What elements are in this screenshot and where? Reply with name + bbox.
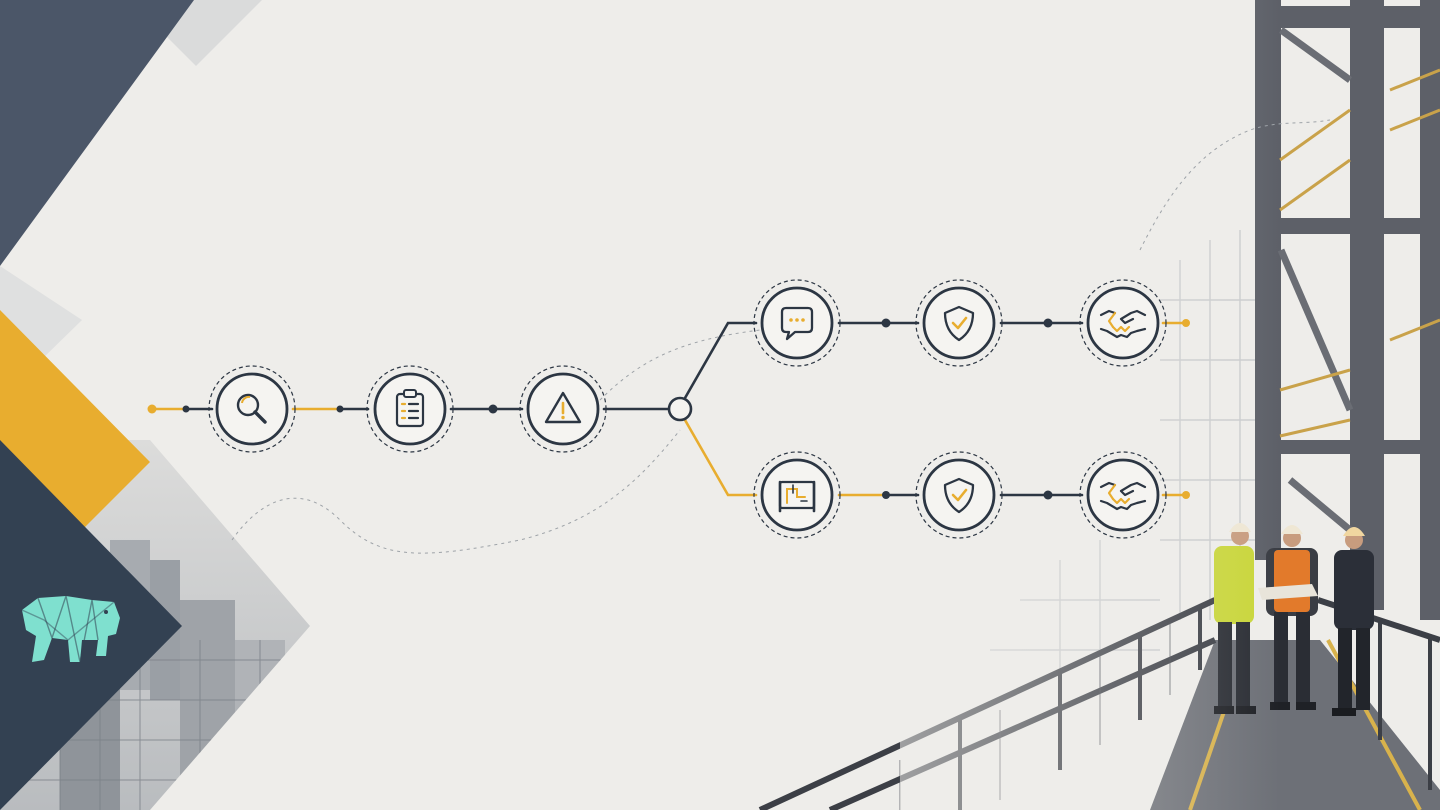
step-approval-upper [915,279,1003,367]
step-checklist [366,365,454,453]
step-risk [519,365,607,453]
warning-triangle-icon [544,391,582,424]
clipboard-checklist-icon [395,389,425,428]
step-search [208,365,296,453]
branch-junction-node [667,396,693,422]
worker-right [1332,527,1374,716]
geometric-elephant-icon [21,593,120,663]
step-agreement-upper [1079,279,1167,367]
step-agreement-lower [1079,451,1167,539]
decorative-dashed-curves [231,119,1331,554]
handshake-icon [1099,309,1147,339]
process-flow [147,279,1190,539]
blueprint-icon [778,480,816,513]
magnifier-icon [236,393,267,424]
handshake-icon [1099,481,1147,511]
construction-site-photo [758,0,1440,810]
speech-bubble-icon [780,306,814,341]
step-planning [753,451,841,539]
step-approval-lower [915,451,1003,539]
slate-triangle [0,0,194,266]
connector-dots [147,318,1190,500]
step-consult [753,279,841,367]
shield-check-icon [943,477,975,514]
shield-check-icon [943,305,975,342]
